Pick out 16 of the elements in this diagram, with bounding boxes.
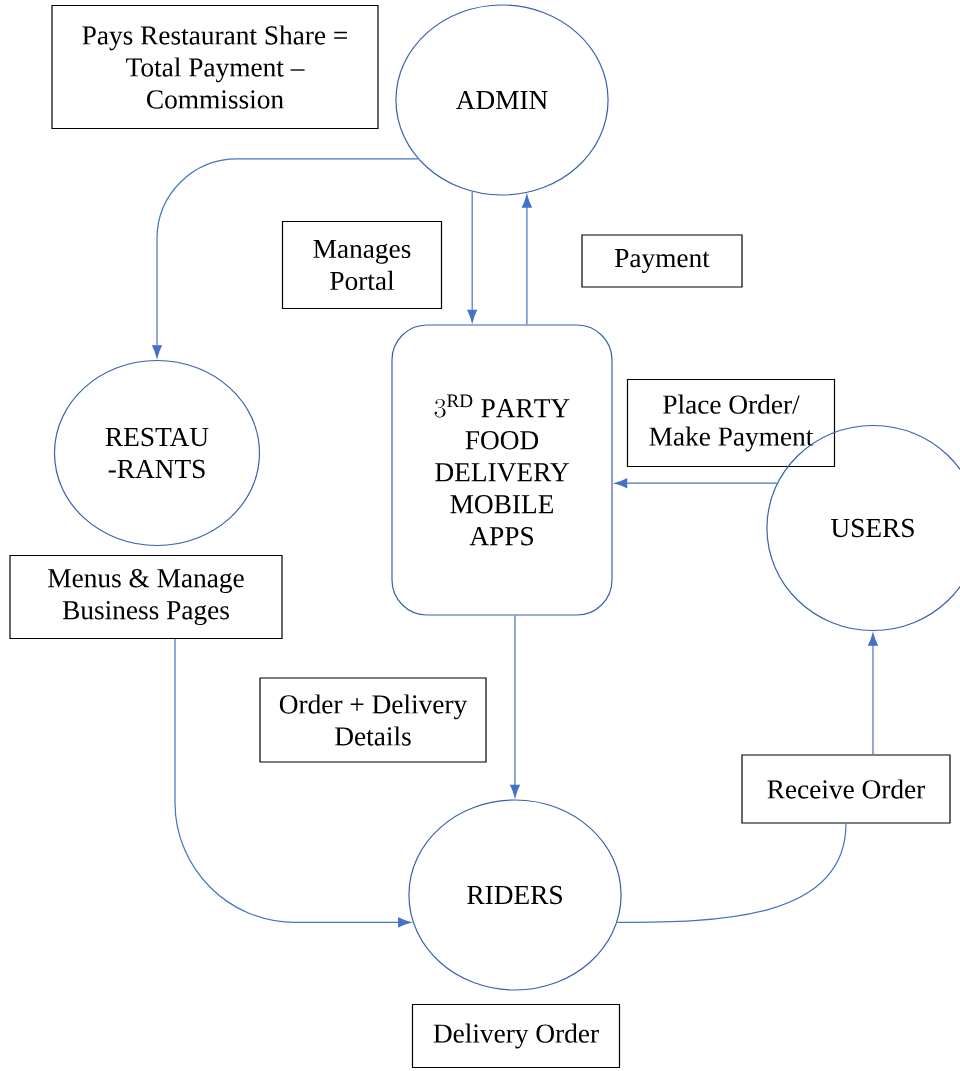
label-box: Delivery Order: [411, 1003, 621, 1069]
arrow: [522, 194, 532, 325]
label-box: Receive Order: [741, 754, 951, 824]
arrow: [614, 478, 778, 489]
label-box: Manages Portal: [281, 220, 443, 310]
label-box: Pays Restaurant Share = Total Payment – Commission: [51, 4, 379, 130]
label-box: Menus & Manage Business Pages: [9, 554, 283, 640]
app-box: $3^{\mathrm{RD}}\ \mathrm{PARTY}$ FOOD DELIVERY MOBILE APPS: [391, 324, 613, 616]
arrow: [467, 191, 478, 323]
arrow: [510, 615, 520, 798]
label-box: Place Order/ Make Payment: [626, 378, 836, 468]
arrow: [174, 638, 411, 928]
label-box: Payment: [581, 234, 743, 288]
arrow: [868, 633, 878, 755]
arrow: [152, 158, 419, 358]
label-box: Order + Delivery Details: [259, 677, 487, 763]
